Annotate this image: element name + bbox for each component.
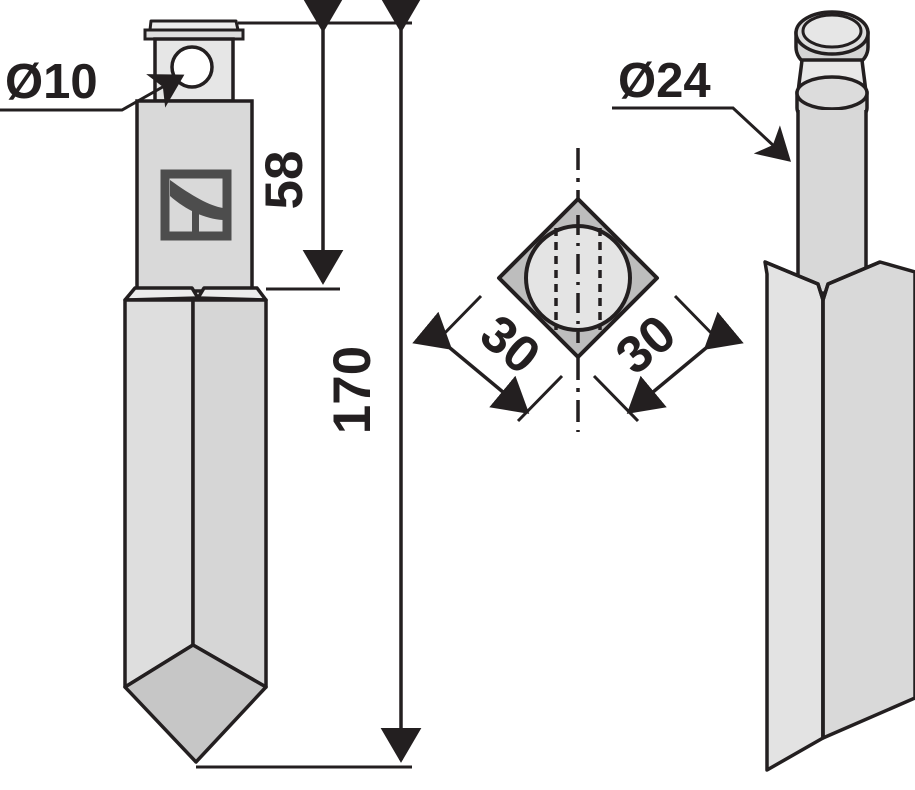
leader-line-diameter-24 [612, 106, 792, 162]
length-58-label: 58 [255, 151, 314, 210]
dimension-diameter-10: Ø10 [0, 55, 185, 112]
front-view-shoulder [123, 286, 268, 302]
logo-curve-element [170, 180, 223, 220]
front-view-head-cap [143, 19, 245, 41]
diameter-10-label: Ø10 [5, 55, 98, 109]
front-view-shank [135, 99, 254, 293]
blade-point-end-face [123, 643, 268, 764]
dimension-line-30-right [626, 311, 744, 414]
section-bore-circle [524, 224, 632, 332]
dimension-line-30-left [412, 311, 530, 414]
front-view [123, 19, 268, 764]
logo-square-frame [160, 169, 232, 241]
iso-blade [763, 260, 915, 772]
shoulder-left-chamfer [123, 286, 200, 302]
blade-right-face [191, 298, 268, 689]
iso-head-cap-top-face [801, 13, 863, 49]
isometric-view [763, 10, 915, 772]
iso-head-collar-rim [795, 75, 869, 111]
manufacturer-logo [160, 169, 232, 241]
iso-blade-right-face [821, 260, 915, 740]
length-170-label: 170 [323, 346, 382, 434]
iso-shank-fill [798, 110, 866, 300]
leader-line-diameter-10 [0, 74, 185, 112]
iso-blade-left-face [763, 260, 825, 772]
dimension-170: 170 [196, 0, 422, 769]
dimension-diameter-24: Ø24 [612, 54, 792, 162]
iso-head [794, 10, 870, 125]
shank-body [135, 99, 254, 293]
head-through-hole [170, 45, 214, 89]
blade-left-face [123, 298, 195, 689]
logo-stem-element [192, 205, 199, 233]
shoulder-right-chamfer [196, 286, 268, 302]
diameter-24-label: Ø24 [618, 54, 711, 108]
front-view-head-block [153, 37, 235, 103]
front-view-blade [123, 298, 268, 764]
